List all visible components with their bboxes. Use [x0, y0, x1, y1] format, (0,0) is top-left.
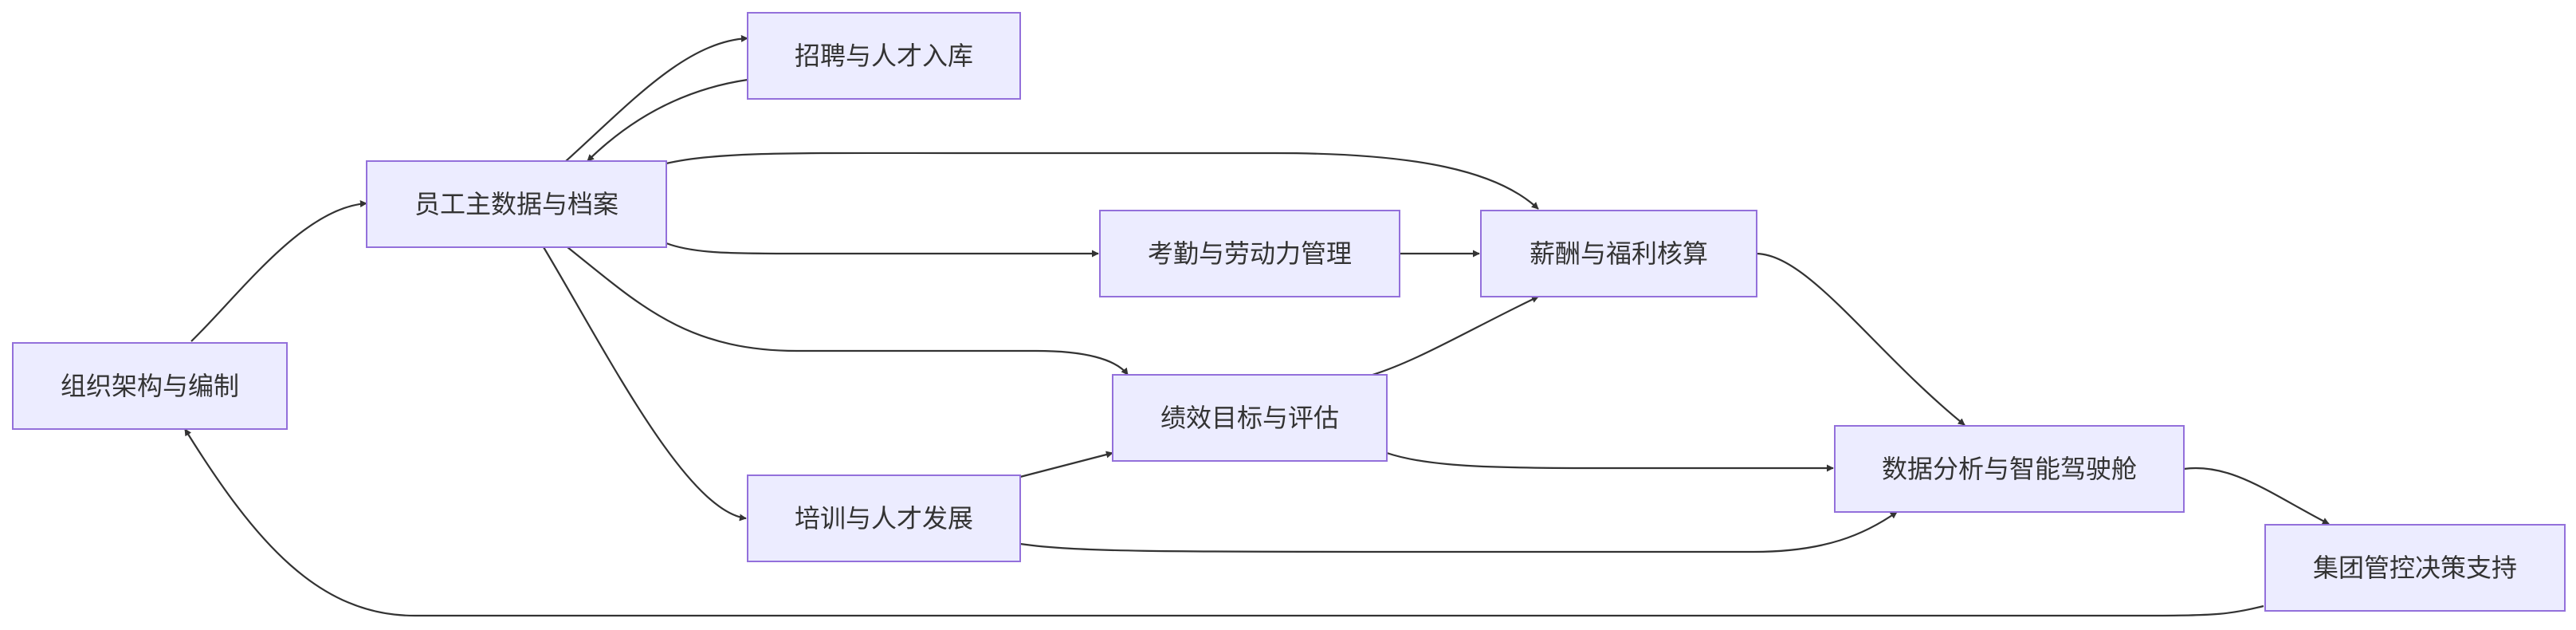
edge-train-to-ana — [1019, 511, 1898, 553]
node-grp-label: 集团管控决策支持 — [2313, 553, 2517, 583]
edge-pay-to-ana — [1756, 252, 1965, 426]
node-grp[interactable]: 集团管控决策支持 — [2264, 524, 2566, 612]
node-perf[interactable]: 绩效目标与评估 — [1112, 374, 1388, 462]
node-ana[interactable]: 数据分析与智能驾驶舱 — [1834, 425, 2185, 513]
edge-perf-to-ana — [1386, 451, 1834, 472]
edge-emp-to-rec — [565, 34, 748, 162]
edge-rec-to-emp — [587, 78, 748, 162]
node-emp[interactable]: 员工主数据与档案 — [366, 160, 667, 248]
node-emp-label: 员工主数据与档案 — [414, 189, 618, 219]
edge-emp-to-pay — [666, 152, 1539, 210]
node-att[interactable]: 考勤与劳动力管理 — [1099, 210, 1400, 297]
edge-train-to-perf — [1019, 451, 1113, 478]
edges — [184, 34, 2330, 617]
edge-emp-to-train — [543, 246, 747, 522]
node-org-label: 组织架构与编制 — [61, 371, 239, 401]
edge-perf-to-pay — [1372, 296, 1539, 376]
edge-grp-to-org — [184, 428, 2264, 617]
node-rec-label: 招聘与人才入库 — [795, 41, 973, 71]
nodes: 组织架构与编制 员工主数据与档案 招聘与人才入库 考勤与劳动力管理 薪酬与福利核… — [12, 12, 2566, 612]
node-rec[interactable]: 招聘与人才入库 — [747, 12, 1021, 100]
node-pay[interactable]: 薪酬与福利核算 — [1480, 210, 1757, 297]
edge-org-to-emp — [190, 200, 367, 342]
node-pay-label: 薪酬与福利核算 — [1530, 238, 1708, 269]
edge-ana-to-grp — [2183, 467, 2330, 525]
node-train-label: 培训与人才发展 — [795, 503, 973, 534]
edge-emp-to-perf — [567, 246, 1129, 376]
edge-emp-to-att — [666, 242, 1099, 258]
node-train[interactable]: 培训与人才发展 — [747, 474, 1021, 562]
node-att-label: 考勤与劳动力管理 — [1148, 238, 1352, 269]
node-perf-label: 绩效目标与评估 — [1160, 403, 1339, 433]
node-ana-label: 数据分析与智能驾驶舱 — [1882, 454, 2137, 484]
node-org[interactable]: 组织架构与编制 — [12, 342, 288, 430]
